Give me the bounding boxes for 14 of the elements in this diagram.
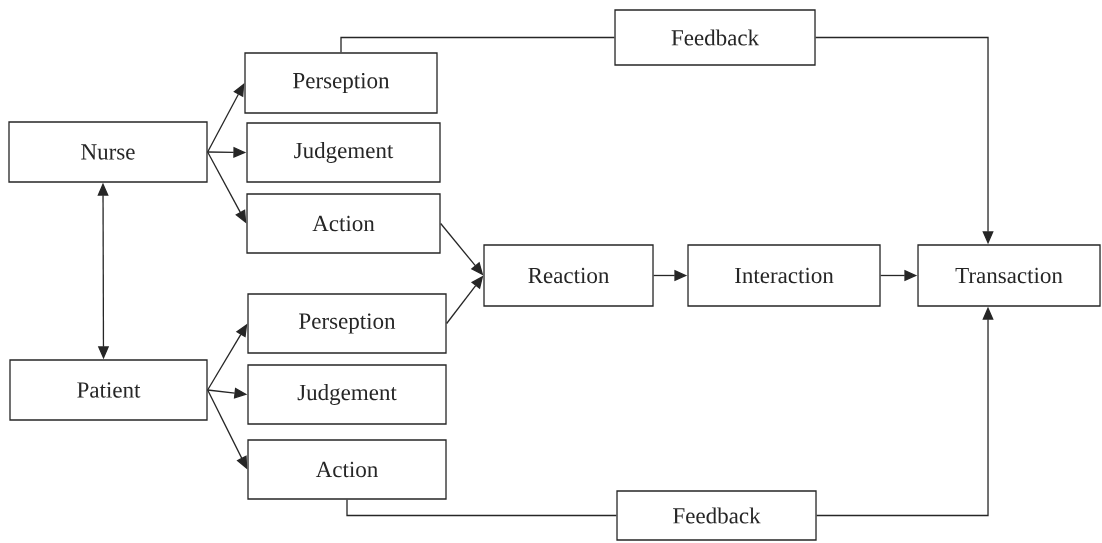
process-box: Transaction — [917, 244, 1101, 307]
process-box: Action — [246, 193, 441, 254]
process-box: Judgement — [247, 364, 447, 425]
arrow — [207, 83, 245, 153]
process-box: Reaction — [483, 244, 654, 307]
process-box: Judgement — [246, 122, 441, 183]
process-box: Action — [247, 439, 447, 500]
process-box: Perseption — [247, 293, 447, 354]
process-box: Feedback — [614, 9, 816, 66]
process-box: Patient — [9, 359, 208, 421]
process-box: Interaction — [687, 244, 881, 307]
process-box: Perseption — [244, 52, 438, 114]
process-box: Feedback — [616, 490, 817, 541]
process-box: Nurse — [8, 121, 208, 183]
